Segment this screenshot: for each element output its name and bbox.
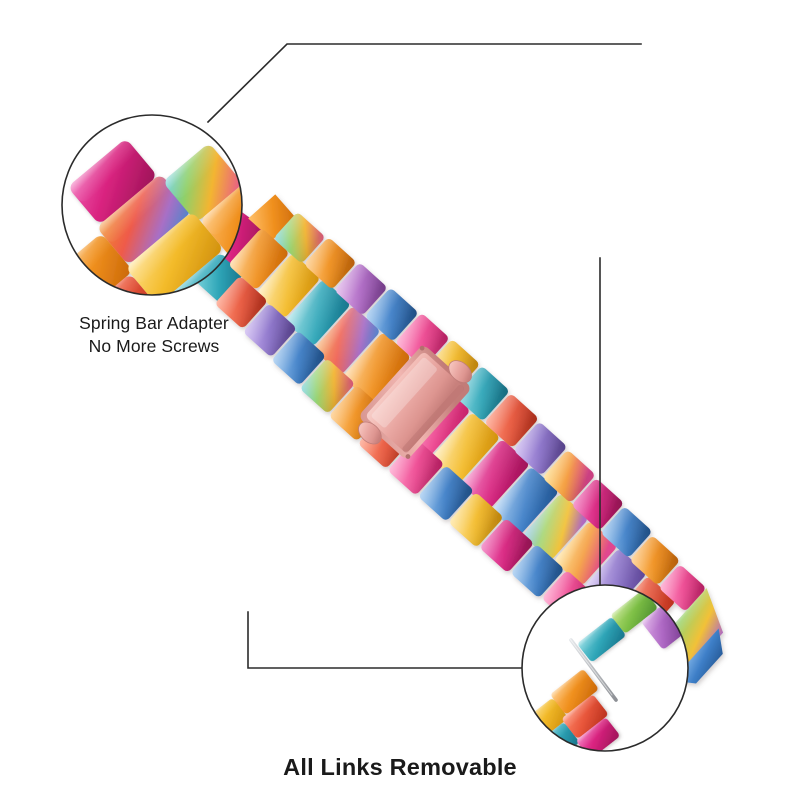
leader-line-top-left — [206, 43, 642, 124]
leader-line-bottom-left — [247, 611, 522, 669]
band-clasp — [358, 345, 472, 459]
link-removal-pin-icon — [569, 638, 618, 702]
caption-line-2: No More Screws — [88, 336, 220, 357]
spring-bar-adapter-caption: Spring Bar Adapter No More Screws — [34, 312, 274, 358]
callout-leader-lines — [206, 43, 642, 669]
callout-circle-top-left — [61, 114, 243, 296]
caption-line-1: Spring Bar Adapter — [79, 313, 229, 333]
band-links-center-column — [230, 229, 675, 635]
all-links-removable-caption: All Links Removable — [283, 754, 517, 780]
band-links-right-column — [275, 213, 705, 610]
